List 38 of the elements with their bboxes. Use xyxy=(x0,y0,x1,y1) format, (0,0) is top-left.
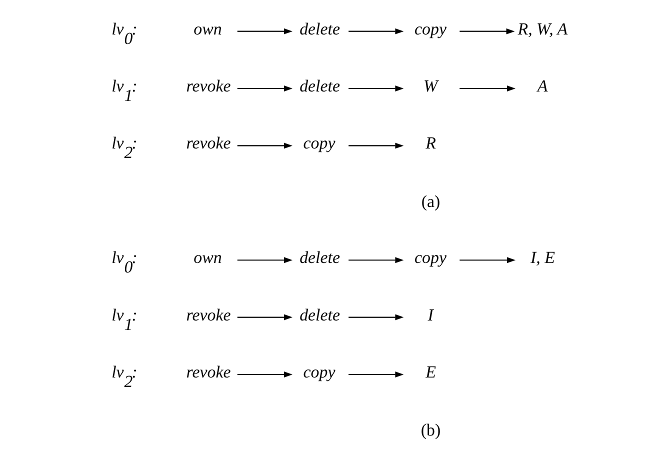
arrow xyxy=(348,142,404,149)
node-text: revoke xyxy=(186,76,230,96)
node-text: W xyxy=(422,76,438,96)
arrow xyxy=(236,28,292,34)
node-text: delete xyxy=(299,19,340,38)
arrow xyxy=(348,314,404,320)
arrow xyxy=(236,314,292,320)
node-text: own xyxy=(193,248,222,268)
arrow xyxy=(236,86,292,92)
arrow xyxy=(348,28,404,34)
node-text: E xyxy=(425,362,436,382)
node-text: R, W, A xyxy=(517,19,568,38)
node-text: delete xyxy=(299,305,340,324)
arrow xyxy=(348,257,404,264)
arrow xyxy=(236,257,292,264)
arrow xyxy=(459,28,514,34)
label: (b) xyxy=(420,420,440,440)
node-text: copy xyxy=(414,248,446,268)
arrow xyxy=(348,372,404,378)
node-text: I, E xyxy=(530,248,554,268)
node-text: R xyxy=(425,134,436,153)
arrow xyxy=(236,142,292,149)
arrow xyxy=(236,372,292,378)
node-text: copy xyxy=(302,134,335,153)
node-text: I xyxy=(427,305,433,324)
arrow xyxy=(459,86,516,92)
node-text: copy xyxy=(414,19,446,38)
arrow xyxy=(348,86,404,92)
node-text: own xyxy=(193,19,222,38)
node-text: revoke xyxy=(186,305,230,324)
node-text: revoke xyxy=(186,134,230,153)
arrow xyxy=(459,257,516,264)
label: (a) xyxy=(420,192,440,211)
node-text: delete xyxy=(299,248,340,268)
node-text: delete xyxy=(299,76,340,96)
node-text: copy xyxy=(302,362,335,382)
node-text: A xyxy=(536,76,548,96)
node-text: revoke xyxy=(186,362,230,382)
